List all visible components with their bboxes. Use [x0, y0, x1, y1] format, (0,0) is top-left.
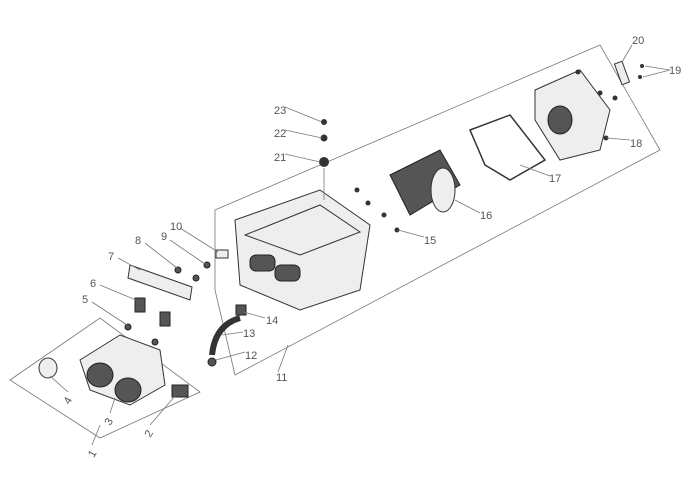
fuel-rail-injectors: [124, 249, 229, 346]
callout-20: 20: [632, 35, 644, 47]
callout-22: 22: [274, 128, 286, 140]
callout-13: 13: [243, 328, 255, 340]
airbox-cover: [534, 69, 611, 161]
gasket: [469, 114, 547, 181]
callout-3: 3: [103, 416, 116, 427]
callout-7: 7: [108, 251, 114, 263]
airbox-housing: [234, 189, 371, 311]
clamp-14: [235, 304, 247, 316]
callout-10: 10: [170, 221, 182, 233]
air-filter: [389, 149, 461, 216]
callout-23: 23: [274, 105, 286, 117]
callout-14: 14: [266, 315, 278, 327]
throttle-body: [79, 334, 166, 406]
group-outline-throttle: [9, 317, 201, 439]
callout-6: 6: [90, 278, 96, 290]
callout-12: 12: [245, 350, 257, 362]
idle-valve: [38, 357, 58, 379]
callout-15: 15: [424, 235, 436, 247]
group-outline-airbox: [214, 44, 661, 376]
bracket: [613, 60, 631, 86]
callout-4: 4: [62, 395, 75, 406]
callout-21: 21: [274, 152, 286, 164]
callout-17: 17: [549, 173, 561, 185]
callout-8: 8: [135, 235, 141, 247]
callout-2: 2: [143, 428, 156, 439]
sensor: [171, 384, 189, 398]
callout-9: 9: [161, 231, 167, 243]
callout-1: 1: [86, 448, 99, 459]
leader-lines: [49, 44, 671, 446]
callout-16: 16: [480, 210, 492, 222]
callout-19: 19: [669, 65, 681, 77]
hose-clamp: [207, 357, 217, 367]
screws: [319, 64, 644, 233]
callout-18: 18: [630, 138, 642, 150]
callout-5: 5: [82, 294, 88, 306]
hose: [209, 315, 241, 356]
callout-11: 11: [276, 372, 287, 384]
